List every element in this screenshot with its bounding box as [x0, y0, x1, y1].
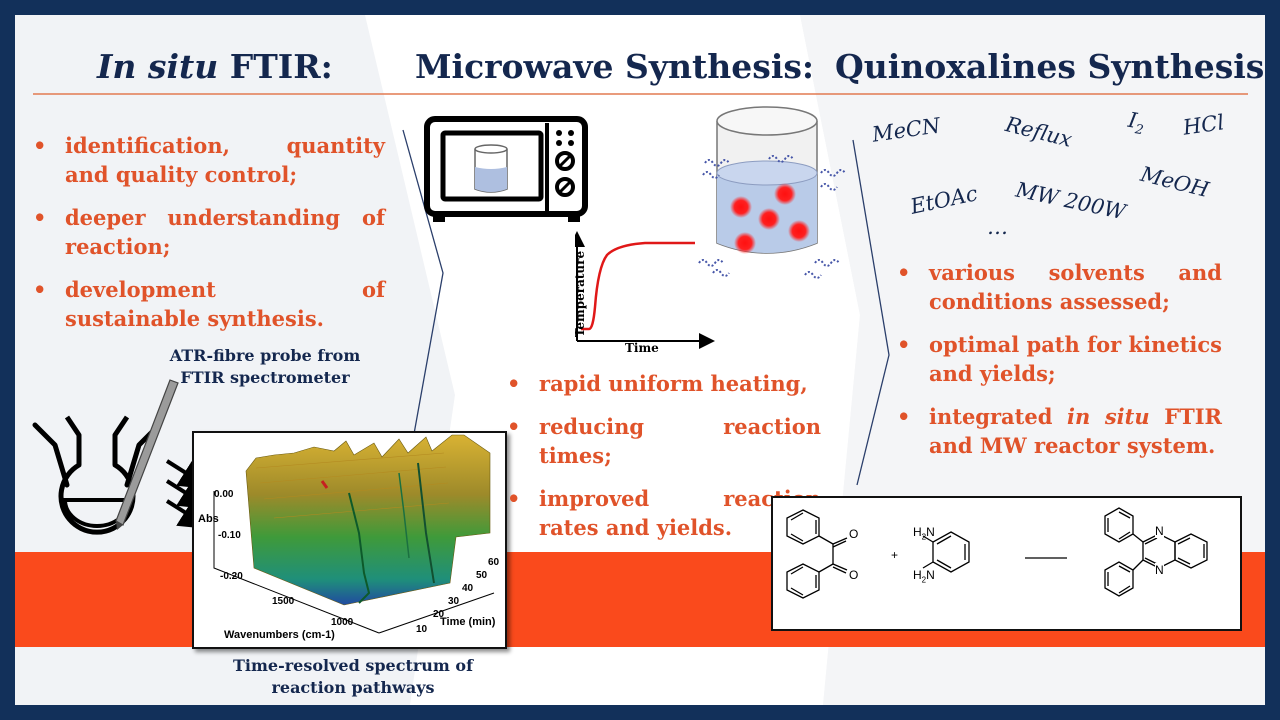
- reaction-amine-2-sub: 2: [921, 575, 927, 585]
- spectrum-ttick-50: 50: [476, 570, 488, 581]
- spectrum-ttick-20: 20: [433, 609, 445, 620]
- left-bullet-list: identification, quantity and quality con…: [33, 131, 385, 347]
- reaction-amine-1: H2N: [913, 525, 935, 541]
- reaction-amine-2-h: H: [913, 568, 922, 582]
- right-bullet-3-a: integrated: [929, 404, 1067, 429]
- title-quinoxalines-synthesis: Quinoxalines Synthesis:: [835, 47, 1265, 86]
- spectrum-tlabel: Time (min): [440, 616, 496, 628]
- spectrum-ttick-60: 60: [488, 557, 500, 568]
- probe-caption: ATR-fibre probe from FTIR spectrometer: [169, 346, 361, 387]
- left-bullet-1: identification, quantity and quality con…: [33, 131, 385, 189]
- reaction-amine-1-sub: 2: [921, 532, 927, 542]
- right-bullet-3: integrated in situ FTIR and MW reactor s…: [897, 402, 1222, 460]
- spectrum-ttick-10: 10: [416, 624, 428, 635]
- spectrum-ttick-30: 30: [448, 596, 460, 607]
- slide: In situ FTIR: Microwave Synthesis: Quino…: [15, 15, 1265, 705]
- reaction-amine-1-n: N: [926, 525, 935, 539]
- title-in-situ-italic: In situ: [97, 47, 219, 86]
- flask-probe-icon: [32, 379, 179, 535]
- title-ftir: FTIR:: [218, 47, 333, 86]
- spectrum-ylabel: Abs: [198, 513, 219, 525]
- spectrum-panel: Abs 0.00 -0.10 -0.20 1500 1000 Wavenumbe…: [192, 431, 507, 649]
- spectrum-xtick-0: 1500: [272, 596, 295, 607]
- heating-plot: [575, 231, 715, 349]
- spectrum-ytick-2: -0.20: [220, 571, 243, 582]
- reaction-amine-2-n: N: [926, 568, 935, 582]
- spectrum-xlabel: Wavenumbers (cm-1): [224, 629, 335, 641]
- right-bullet-3-c: FTIR and MW reactor system.: [929, 404, 1223, 458]
- right-bullet-1: various solvents and conditions assessed…: [897, 258, 1222, 316]
- reaction-o1: O: [849, 527, 859, 541]
- microwave-icon: [424, 116, 588, 222]
- left-bullet-3: development of sustainable synthesis.: [33, 275, 385, 333]
- reaction-n1: N: [1155, 524, 1164, 538]
- right-bullet-list: various solvents and conditions assessed…: [897, 258, 1222, 474]
- title-microwave-synthesis: Microwave Synthesis:: [415, 47, 815, 86]
- middle-bullet-1: rapid uniform heating,: [507, 369, 821, 398]
- reaction-amine-1-h: H: [913, 525, 922, 539]
- spectrum-caption: Time-resolved spectrum of reaction pathw…: [233, 656, 473, 697]
- right-bullet-2: optimal path for kinetics and yields;: [897, 330, 1222, 388]
- heating-plot-xlabel: Time: [625, 341, 659, 355]
- spectrum-surface: [213, 434, 495, 634]
- right-bullet-3-in-situ: in situ: [1067, 404, 1150, 429]
- reaction-plus: +: [891, 548, 899, 562]
- solvent-ellipsis: …: [987, 215, 1008, 239]
- title-in-situ-ftir: In situ FTIR:: [97, 47, 333, 86]
- reaction-amine-2: H2N: [913, 568, 935, 584]
- reaction-scheme: [786, 507, 1208, 599]
- reaction-n2: N: [1155, 563, 1164, 577]
- spectrum-xtick-1: 1000: [331, 617, 354, 628]
- beaker-heating-icon: [698, 106, 846, 279]
- reaction-o2: O: [849, 568, 859, 582]
- spectrum-ttick-40: 40: [462, 583, 474, 594]
- spectrum-ytick-1: -0.10: [218, 530, 241, 541]
- left-bullet-2: deeper understanding of reaction;: [33, 203, 385, 261]
- heating-plot-ylabel: Temperature: [573, 250, 587, 338]
- middle-bullet-2: reducing reaction times;: [507, 412, 821, 470]
- reaction-scheme-panel: O O + H2N H2N N N: [771, 496, 1242, 631]
- spectrum-ytick-0: 0.00: [214, 489, 234, 500]
